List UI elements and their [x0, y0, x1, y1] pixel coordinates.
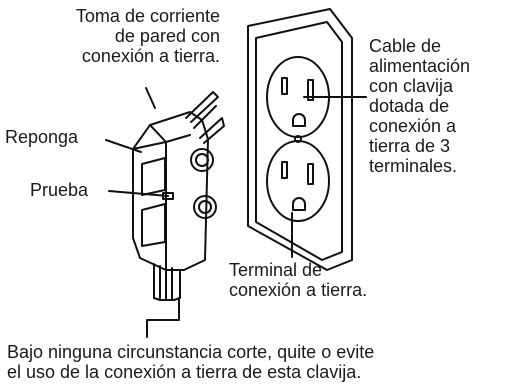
label-outlet-line-2: de pared con [114, 26, 220, 46]
receptacle-top-slot-right [307, 79, 314, 101]
plug-window-top [141, 157, 166, 196]
label-outlet-line-1: Toma de corriente [75, 6, 220, 26]
prong-2 [193, 105, 217, 129]
label-ground-terminal-line-1: Terminal de [229, 260, 323, 280]
label-test: Prueba [30, 180, 89, 200]
receptacle-bottom-slot-right [307, 163, 314, 185]
label-cord: Cable de alimentación con clavija dotada… [369, 36, 470, 176]
leader-test [108, 190, 169, 197]
label-cord-line-7: terminales. [369, 156, 458, 176]
receptacle-bottom-slot-left [281, 161, 288, 179]
label-outlet-line-3: conexión a tierra. [81, 46, 220, 66]
plug-window-bottom [141, 203, 166, 247]
reset-button-inner [195, 153, 209, 167]
prong-1 [185, 91, 219, 123]
label-cord-line-6: tierra de 3 [369, 136, 451, 156]
label-cord-line-4: dotada de [369, 96, 450, 116]
label-cord-line-2: alimentación [369, 56, 471, 76]
plug-body [132, 111, 209, 271]
label-warning-line-1: Bajo ninguna circunstancia corte, quite … [7, 342, 375, 362]
test-button [193, 195, 217, 219]
wall-plate-outer [247, 8, 353, 271]
leader-reset [105, 139, 142, 153]
label-warning: Bajo ninguna circunstancia corte, quite … [7, 342, 374, 382]
label-outlet: Toma de corriente de pared con conexión … [20, 6, 220, 66]
test-button-inner [198, 200, 212, 214]
reset-button [190, 148, 214, 172]
plate-screw [294, 135, 302, 143]
prong-ground [199, 117, 225, 144]
label-ground-terminal-line-2: conexión a tierra. [229, 280, 368, 300]
label-reset: Reponga [5, 127, 79, 147]
wall-plate-inner [255, 21, 343, 261]
receptacle-top-ground-hole [292, 113, 306, 127]
power-cord [153, 263, 181, 301]
label-cord-line-5: conexión a [369, 116, 457, 136]
receptacle-top-slot-left [281, 77, 288, 95]
label-warning-line-2: el uso de la conexión a tierra de esta c… [7, 362, 362, 382]
power-cord-lines [159, 265, 173, 300]
leader-outlet [145, 87, 156, 109]
plug-body-edge [149, 124, 191, 143]
gfci-plug [132, 91, 225, 301]
label-ground-terminal: Terminal de conexión a tierra. [229, 260, 367, 300]
label-cord-line-3: con clavija [369, 76, 454, 96]
leader-warning [146, 297, 180, 338]
label-cord-line-1: Cable de [369, 36, 442, 56]
receptacle-bottom-ground-hole [292, 197, 306, 211]
wall-outlet [247, 8, 353, 271]
